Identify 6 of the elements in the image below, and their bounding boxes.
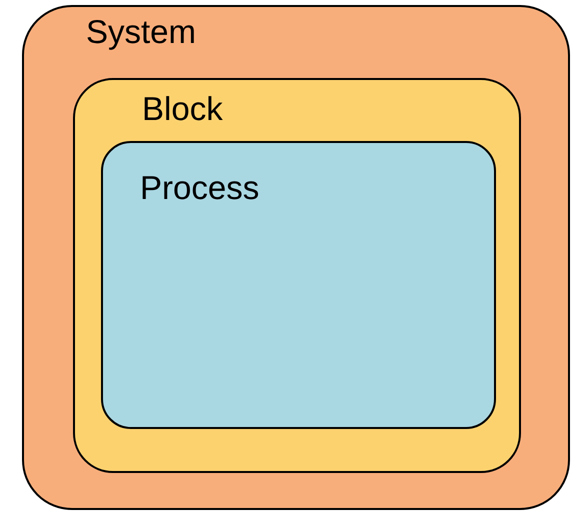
box-label: System [86, 15, 196, 48]
box-label: Process [140, 171, 260, 204]
block-box [73, 78, 521, 473]
box-label: Block [142, 92, 223, 125]
process-box [101, 141, 496, 429]
system-box [22, 5, 570, 510]
